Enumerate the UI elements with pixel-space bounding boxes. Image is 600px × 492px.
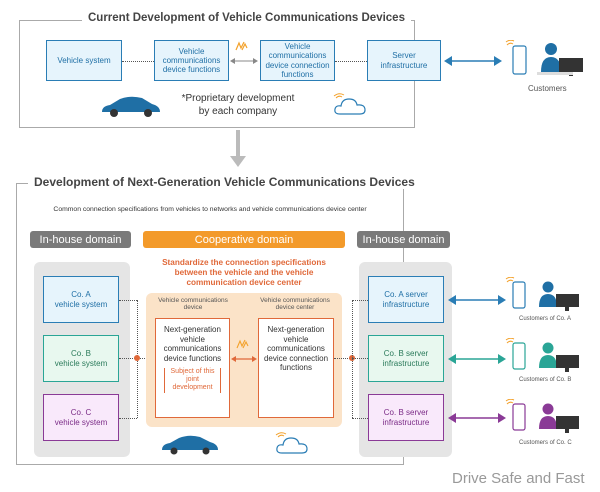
junction-dot bbox=[134, 355, 140, 361]
device-functions-box: Vehicle communications device functions bbox=[154, 40, 229, 81]
next-gen-device-functions-box: Next-generation vehicle communications d… bbox=[155, 318, 230, 418]
current-development-title: Current Development of Vehicle Communica… bbox=[82, 12, 411, 24]
bidirectional-arrow-icon bbox=[231, 356, 257, 362]
common-spec-subtitle: Common connection specifications from ve… bbox=[53, 206, 367, 213]
customers-co-a-label: Customers of Co. A bbox=[519, 316, 572, 322]
cooperative-domain-label: Cooperative domain bbox=[143, 231, 345, 248]
down-arrow-icon bbox=[230, 130, 246, 167]
next-gen-connection-functions-box: Next-generation vehicle communications d… bbox=[258, 318, 334, 418]
connector bbox=[352, 358, 368, 359]
device-connection-functions-box: Vehicle communications device connection… bbox=[260, 40, 335, 81]
customers-co-b-label: Customers of Co. B bbox=[519, 377, 572, 383]
wireless-signal-icon bbox=[235, 41, 248, 51]
connector bbox=[352, 418, 368, 419]
smartphone-icon bbox=[505, 338, 526, 370]
customers-co-c-label: Customers of Co. C bbox=[519, 440, 572, 446]
wireless-signal-icon bbox=[236, 339, 249, 349]
next-generation-title: Development of Next-Generation Vehicle C… bbox=[28, 175, 421, 189]
smartphone-icon bbox=[505, 399, 526, 431]
server-infrastructure-box: Server infrastructure bbox=[367, 40, 441, 81]
proprietary-note: *Proprietary development by each company bbox=[181, 93, 295, 117]
vehicle-system-box: Vehicle system bbox=[46, 40, 122, 81]
customer-icon bbox=[537, 43, 583, 76]
connector bbox=[352, 300, 368, 301]
co-a-arrow-icon bbox=[448, 295, 506, 305]
inhouse-domain-left-label: In-house domain bbox=[30, 231, 131, 248]
connector bbox=[352, 300, 353, 418]
connector bbox=[334, 358, 352, 359]
customer-icon bbox=[539, 342, 579, 372]
watermark: Drive Safe and Fast bbox=[452, 470, 585, 487]
connector bbox=[119, 300, 137, 301]
co-b-arrow-icon bbox=[448, 354, 506, 364]
car-icon bbox=[102, 96, 160, 117]
co-c-arrow-icon bbox=[448, 413, 506, 423]
connector bbox=[335, 61, 367, 62]
joint-development-badge: Subject of this joint development bbox=[164, 368, 221, 393]
inhouse-domain-right-label: In-house domain bbox=[357, 231, 450, 248]
customer-icon bbox=[539, 403, 579, 433]
cloud-icon bbox=[333, 93, 366, 115]
smartphone-icon bbox=[505, 40, 527, 75]
center-label: Vehicle communications device center bbox=[260, 297, 330, 312]
device-label: Vehicle communications device bbox=[158, 297, 228, 312]
customers-label: Customers bbox=[528, 84, 567, 93]
customer-icon bbox=[539, 281, 579, 311]
connector bbox=[119, 418, 137, 419]
standardize-text: Standardize the connection specification… bbox=[162, 258, 326, 287]
bidirectional-arrow-icon bbox=[444, 56, 502, 66]
connector bbox=[122, 61, 154, 62]
smartphone-icon bbox=[505, 277, 526, 309]
bidirectional-arrow-icon bbox=[230, 58, 258, 64]
cloud-icon bbox=[275, 432, 308, 454]
car-icon bbox=[162, 435, 218, 455]
